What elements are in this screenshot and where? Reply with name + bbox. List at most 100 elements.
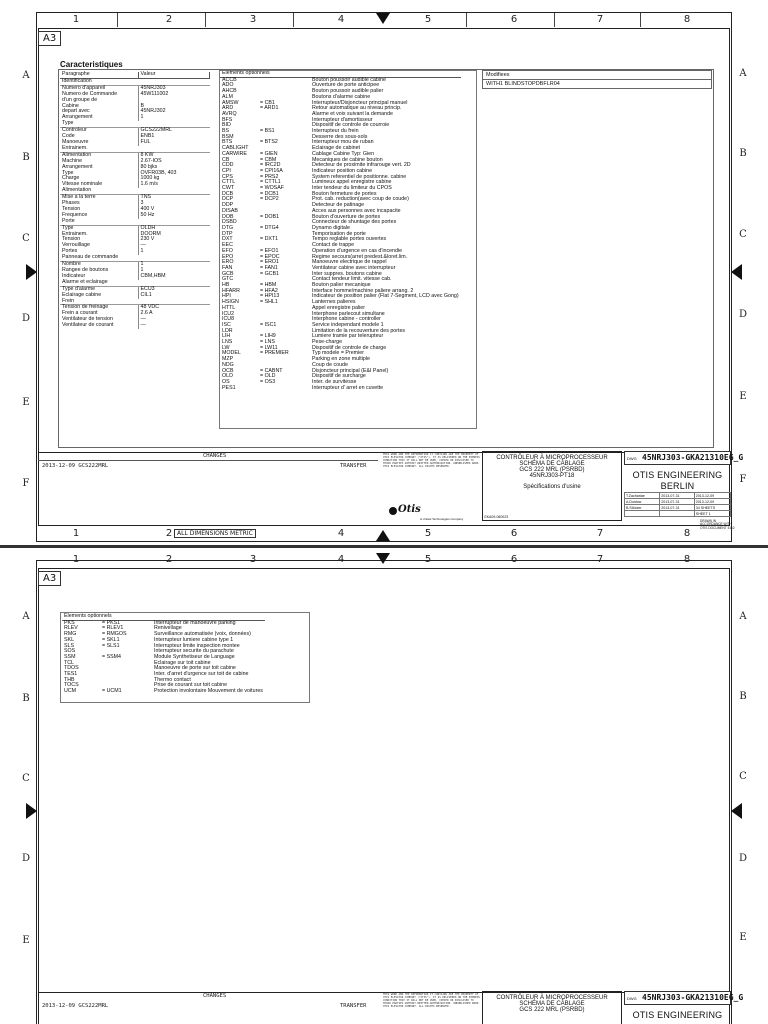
option-value: = CB1 bbox=[260, 99, 275, 106]
modification-row: WITH1 BLINDSTOPDBFLR04 bbox=[482, 79, 712, 89]
characteristics-caption: Caracteristiques bbox=[60, 60, 123, 69]
column-number: 6 bbox=[510, 528, 518, 539]
option-description: Contact de trappe bbox=[312, 242, 355, 249]
parameter-value: 80 bjks bbox=[140, 163, 158, 170]
option-value: = DCB1 bbox=[260, 190, 279, 197]
option-code: HTTL bbox=[222, 304, 236, 311]
title-line: SCHÉMA DE CÂBLAGE bbox=[519, 461, 585, 467]
parameter-value: 48 VDC bbox=[140, 304, 160, 311]
changes-label: CHANGES bbox=[203, 453, 227, 459]
row-letter: E bbox=[22, 935, 30, 946]
row-letter: A bbox=[739, 68, 747, 79]
option-code: DTG bbox=[222, 224, 234, 231]
column-number: 1 bbox=[72, 528, 80, 539]
row-letter: E bbox=[22, 397, 30, 408]
column-number: 7 bbox=[596, 14, 604, 25]
option-description: Interrupteur du frein bbox=[312, 128, 359, 135]
row-letter: F bbox=[22, 478, 30, 489]
parameter-value: B bbox=[140, 102, 145, 109]
parameter-name: d'un groupe de bbox=[60, 97, 139, 104]
frame-tick bbox=[640, 13, 641, 27]
column-number: 3 bbox=[249, 14, 257, 25]
changes-label: CHANGES bbox=[203, 993, 227, 999]
title-block: CONTRÔLEUR À MICROPROCESSEUR SCHÉMA DE C… bbox=[482, 451, 622, 521]
column-number: 4 bbox=[337, 14, 345, 25]
option-code: MODEL bbox=[222, 350, 241, 357]
parameter-value: — bbox=[140, 242, 146, 249]
option-code: RLEV bbox=[64, 625, 78, 632]
strip-divider bbox=[38, 460, 378, 461]
parameter-name: Tension bbox=[60, 237, 139, 244]
title-line: CONTRÔLEUR À MICROPROCESSEUR bbox=[496, 995, 608, 1001]
option-code: DOB bbox=[222, 213, 234, 220]
row-letter: B bbox=[739, 148, 747, 159]
option-value: = LW11 bbox=[260, 344, 278, 351]
title-block: CONTRÔLEUR À MICROPROCESSEUR SCHÉMA DE C… bbox=[482, 991, 622, 1024]
option-code: BS bbox=[222, 128, 230, 135]
column-number: 8 bbox=[683, 14, 691, 25]
parameter-value: 2.6 A bbox=[140, 310, 153, 317]
column-number: 5 bbox=[424, 528, 432, 539]
section-row: Identification bbox=[60, 78, 210, 86]
option-description: Interrupteur mou de ruban bbox=[312, 139, 374, 146]
drawing-number: 45NRJ303-GKA21310EG_G bbox=[642, 993, 744, 1002]
parameter-value: 50 Hz bbox=[140, 211, 155, 218]
frame-tick bbox=[117, 13, 118, 27]
signature-row: SHEET 1 bbox=[623, 510, 732, 517]
column-number: 1 bbox=[72, 554, 80, 565]
option-description: Mecaniques de cabine bouton bbox=[312, 156, 383, 163]
option-code: DISAB bbox=[222, 207, 238, 214]
parameter-name: Machine bbox=[60, 158, 139, 165]
section-row: Type bbox=[60, 120, 210, 129]
option-description: Manoeuvre electrique de rappel bbox=[312, 259, 387, 266]
option-description: Service independant modele 1 bbox=[312, 321, 384, 328]
center-marker-top bbox=[376, 13, 390, 24]
option-code: CDD bbox=[222, 162, 234, 169]
option-value: = CABNT bbox=[260, 367, 283, 374]
option-code: DDP bbox=[222, 202, 234, 209]
parameter-value: OLDH bbox=[140, 224, 156, 231]
parameter-value: 45W111002 bbox=[140, 90, 169, 97]
option-description: Tempo reglable portes ouvertes bbox=[312, 236, 387, 243]
option-description: Eclairage de cabinet bbox=[312, 145, 360, 152]
option-description: Pese-charge bbox=[312, 339, 343, 346]
drawing-sheet-1: 1 2 3 4 5 6 7 8 1 2 3 4 5 6 7 8 ALL DIME… bbox=[21, 12, 748, 542]
option-code: LW bbox=[222, 344, 230, 351]
parameter-value: CBM,HBM bbox=[140, 272, 166, 279]
parameter-value: 3 bbox=[140, 200, 144, 207]
option-code: CARWIRE bbox=[222, 150, 247, 157]
option-description: Thermo contact bbox=[154, 676, 191, 683]
column-header: Valeur bbox=[138, 71, 210, 79]
option-code: HSIGN bbox=[222, 299, 239, 306]
option-description: Detecteur de patinage bbox=[312, 202, 365, 209]
option-code: HPI bbox=[222, 293, 231, 300]
option-value: = EPOC bbox=[260, 253, 280, 260]
sheet-separator bbox=[0, 545, 768, 548]
parameter-value: FUL bbox=[140, 138, 151, 145]
option-description: Prise de courant sur toit cabine bbox=[154, 682, 228, 689]
parameter-name: Mise a la terre bbox=[60, 194, 139, 202]
option-description: Interrupteur limite inspection montee bbox=[154, 642, 240, 649]
legal-notice: THIS WORK AND THE INFORMATION IT CONTAIN… bbox=[383, 993, 480, 1008]
